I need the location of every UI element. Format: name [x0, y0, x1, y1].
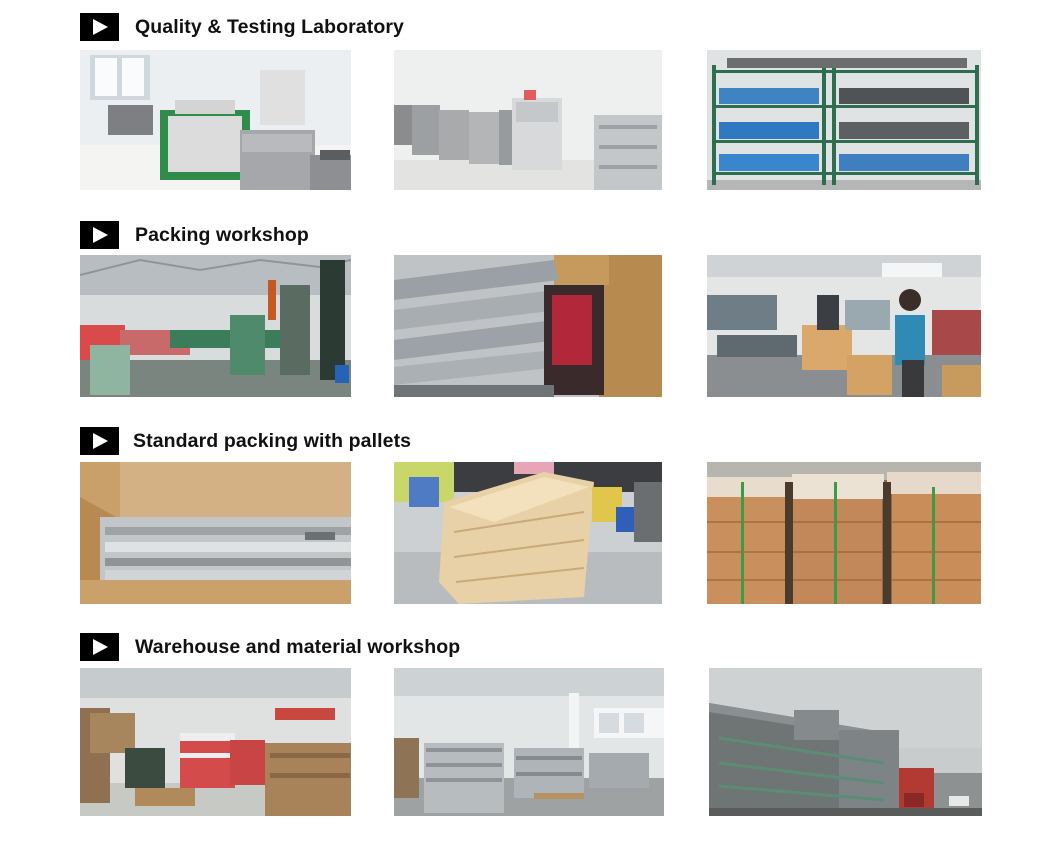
photo-lab-mold-shelving [707, 50, 981, 190]
section-title: Packing workshop [135, 223, 309, 246]
photo-slides-in-carton [80, 462, 351, 604]
photo-warehouse-carton-stacks [80, 668, 351, 816]
section-header-packing-workshop: Packing workshop [80, 220, 309, 250]
play-icon [80, 427, 119, 455]
section-header-standard-packing: Standard packing with pallets [80, 426, 411, 456]
photo-lab-test-cabinets [394, 50, 662, 190]
photo-workers-packing-boxes [707, 255, 981, 397]
play-icon [80, 633, 119, 661]
photo-stacked-cartons [394, 462, 662, 604]
section-title: Quality & Testing Laboratory [135, 15, 404, 38]
photo-production-line [80, 255, 351, 397]
play-icon [80, 13, 119, 41]
section-header-warehouse: Warehouse and material workshop [80, 632, 460, 662]
section-header-quality-lab: Quality & Testing Laboratory [80, 12, 404, 42]
photo-factory-building-exterior [709, 668, 982, 816]
section-title: Warehouse and material workshop [135, 635, 461, 658]
play-icon [80, 221, 119, 249]
photo-wrapped-pallets [707, 462, 981, 604]
photo-material-workshop-stock [394, 668, 664, 816]
photo-slides-in-plastic-wrap [394, 255, 662, 397]
section-title: Standard packing with pallets [133, 429, 412, 452]
photo-lab-testing-machines [80, 50, 351, 190]
